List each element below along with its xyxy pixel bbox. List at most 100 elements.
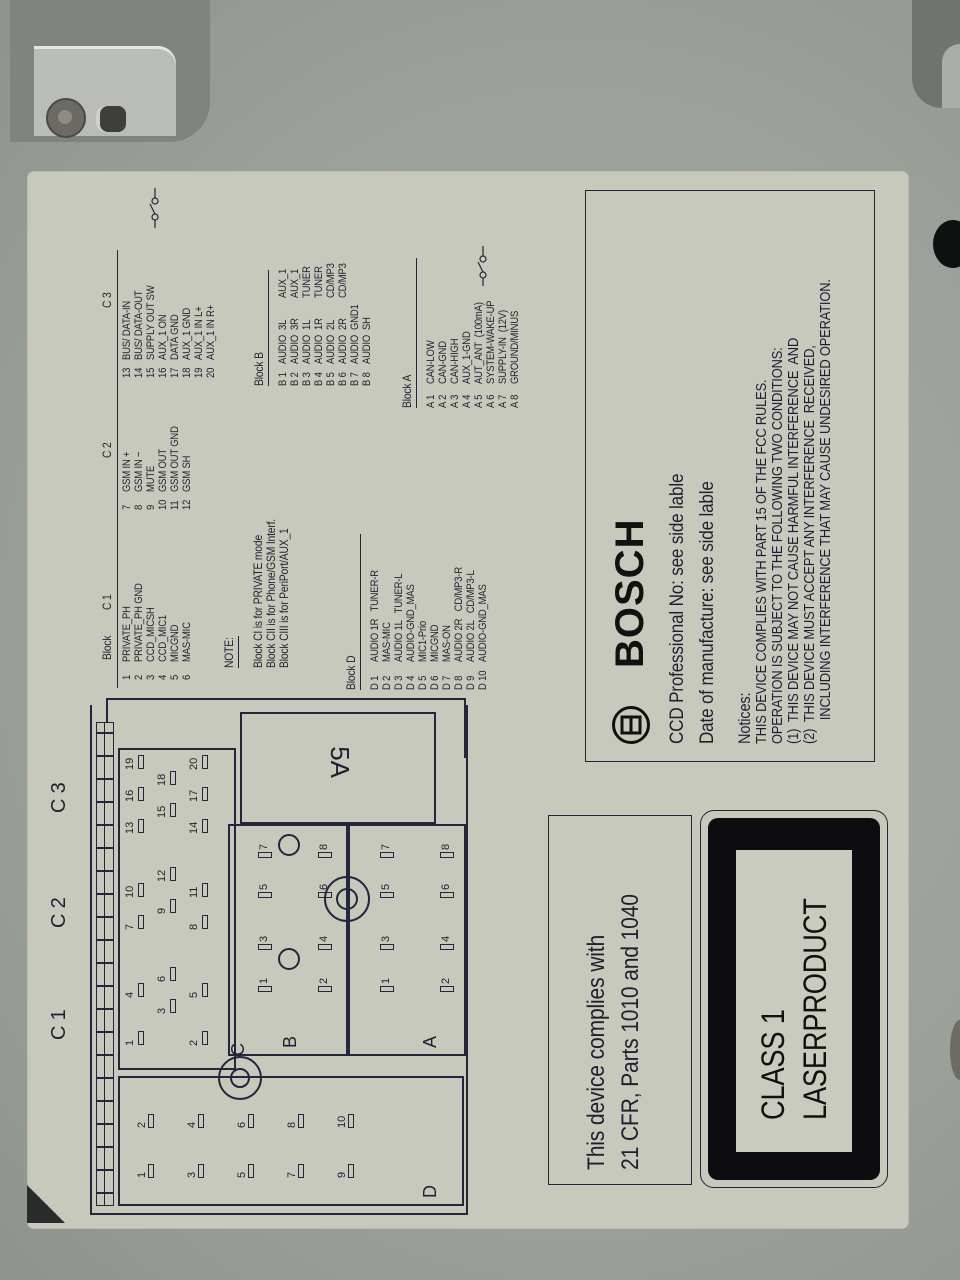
block-c1-title: C 1	[100, 594, 114, 610]
pin-number: 8	[133, 504, 145, 510]
c-pin-slot	[138, 983, 144, 997]
pin-name: AUDIO 3L	[277, 319, 289, 364]
block-d-title: Block D	[344, 655, 358, 690]
pin-number: B 5	[325, 372, 337, 386]
c-pin-slot	[170, 867, 176, 881]
manufacture-date-text: Date of manufacture: see side lable	[697, 481, 718, 744]
c-pin-number: 20	[188, 757, 200, 770]
pin-number: 20	[205, 367, 217, 378]
pin-number: A 1	[425, 394, 437, 408]
pin-source: AUX_1	[277, 268, 289, 298]
pin-name: AUX_1 IN L+	[193, 306, 205, 360]
c-pin-slot	[202, 1031, 208, 1045]
c-pin-slot	[202, 883, 208, 897]
pin-number: 11	[169, 500, 181, 510]
pin-name: CCD_MICSH	[145, 607, 157, 662]
pin-name: GROUND/MINUS	[509, 310, 521, 384]
fcc-notice-line: THIS DEVICE COMPLIES WITH PART 15 OF THE…	[753, 379, 770, 744]
c-pin-number: 11	[188, 886, 200, 898]
pin-number: 10	[157, 499, 169, 510]
ccd-number-text: CCD Professional No: see side lable	[667, 473, 688, 744]
brand-wordmark: BOSCH	[608, 518, 652, 668]
c-pin-number: 12	[156, 869, 168, 882]
c-pin-number: 3	[156, 1007, 168, 1014]
pin-number: D 10	[477, 670, 489, 690]
pin-number: B 6	[337, 372, 349, 386]
fcc-notice-line: (1) THIS DEVICE MAY NOT CAUSE HARMFUL IN…	[785, 337, 802, 744]
c-pin-number: 18	[156, 773, 168, 786]
pin-source: AUX_1	[289, 268, 301, 298]
pin-number: 13	[121, 367, 133, 378]
block-d-housing	[118, 1076, 464, 1206]
pin-number: D 4	[405, 675, 417, 690]
pin-name: AUDIO 2R CD/MP3-R	[453, 566, 465, 662]
c-pin-slot	[202, 983, 208, 997]
switch-symbol-icon	[148, 188, 160, 228]
pin-name: AUDIO 2L CD/MP3-L	[465, 570, 477, 662]
pin-name: GSM SH	[181, 455, 193, 492]
pin-number: B 3	[301, 372, 313, 386]
pin-name: SUPPLY OUT SW	[145, 285, 157, 360]
fcc-notice-line: OPERATION IS SUBJECT TO THE FOLLOWING TW…	[769, 347, 786, 744]
pin-name: AUDIO 2R	[337, 318, 349, 364]
mounting-hole	[933, 220, 960, 268]
pin-name: AUDIO-GND_MAS	[405, 584, 417, 662]
pin-number: 7	[121, 504, 133, 510]
note-title: NOTE:	[222, 637, 236, 668]
c-pin-slot	[202, 819, 208, 833]
pin-number: 1	[121, 674, 133, 680]
block-a-housing	[348, 824, 466, 1056]
pin-number: A 7	[497, 394, 509, 408]
pin-name: AUDIO 1R TUNER-R	[369, 570, 381, 662]
notices-title: Notices:	[735, 692, 754, 744]
column-label-c2: C 2	[48, 897, 70, 928]
compliance-line-1: This device complies with	[583, 934, 610, 1170]
block-a-title: Block A	[400, 374, 414, 408]
pin-number: 15	[145, 367, 157, 378]
locating-pin	[96, 106, 126, 132]
c-pin-number: 5	[188, 991, 200, 998]
pin-number: D 5	[417, 675, 429, 690]
pin-name: AUX_1 ON	[157, 314, 169, 360]
pin-source: TUNER	[301, 266, 313, 298]
pin-number: 4	[157, 674, 169, 680]
c-pin-slot	[138, 1031, 144, 1045]
c-pin-slot	[202, 787, 208, 801]
c-pin-number: 9	[156, 907, 168, 914]
block-a-letter: A	[420, 1035, 440, 1048]
pin-number: 14	[133, 367, 145, 378]
pin-number: 16	[157, 367, 169, 378]
laser-product-text: LASERPRODUCT	[797, 898, 833, 1120]
pin-name: CAN-HIGH	[449, 338, 461, 384]
pin-name: CAN-LOW	[425, 340, 437, 384]
c-pin-slot	[170, 899, 176, 913]
pin-number: B 1	[277, 372, 289, 386]
pin-name: AUDIO SH	[361, 317, 373, 364]
pin-name: AUX_1-GND	[461, 331, 473, 384]
c-pin-number: 6	[156, 975, 168, 982]
c-pin-slot	[138, 819, 144, 833]
c-pin-number: 14	[188, 821, 200, 834]
pin-name: CAN-GND	[437, 341, 449, 384]
pin-name: BUS/ DATA-IN	[121, 300, 133, 360]
block-c2-title: C 2	[100, 442, 114, 458]
laser-class-text: CLASS 1	[755, 1009, 791, 1120]
pin-number: 17	[169, 367, 181, 378]
pin-name: AUX_1 IN R+	[205, 304, 217, 360]
block-b-housing	[228, 824, 348, 1056]
pin-name: GSM OUT GND	[169, 426, 181, 492]
fcc-notice-line: (2) THIS DEVICE MUST ACCEPT ANY INTERFER…	[801, 345, 818, 744]
pin-name: MICGND	[429, 624, 441, 662]
pin-number: B 4	[313, 372, 325, 386]
pin-source: CD/MP3	[337, 263, 349, 298]
c-pin-number: 1	[124, 1039, 136, 1046]
pin-name: AUDIO 1L TUNER-L	[393, 573, 405, 662]
pin-name: AUDIO 1L	[301, 319, 313, 364]
pin-number: 3	[145, 674, 157, 680]
pin-number: D 8	[453, 675, 465, 690]
pin-name: MAS-ON	[441, 625, 453, 662]
c-pin-slot	[138, 787, 144, 801]
c-pin-number: 17	[188, 789, 200, 802]
pin-name: AUT_ANT (100mA)	[473, 302, 485, 384]
pin-name: SUPPLY-IN (12V)	[497, 309, 509, 384]
